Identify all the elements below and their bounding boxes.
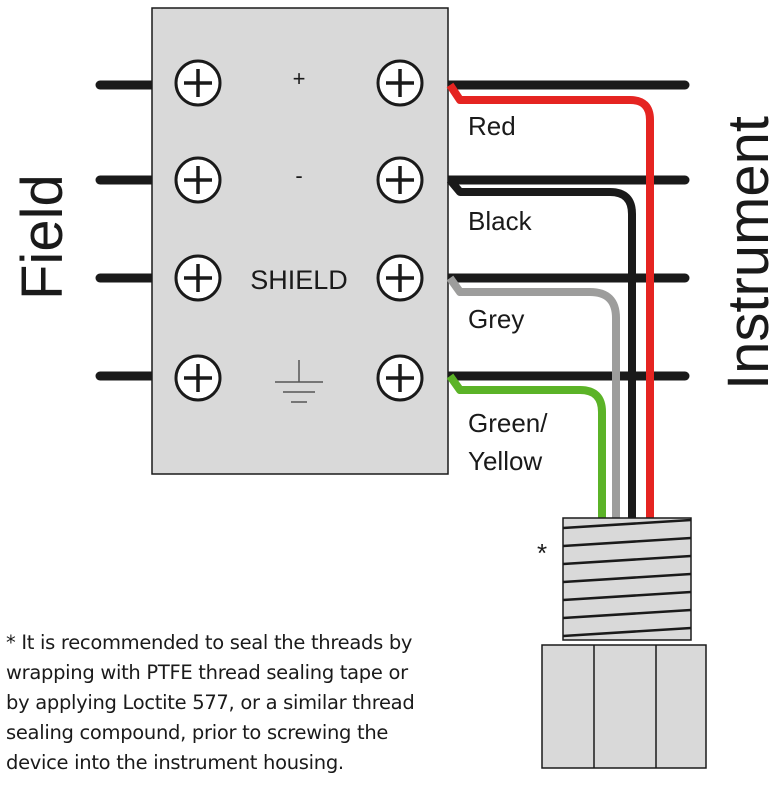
footnote-line: * It is recommended to seal the threads … [6, 631, 413, 654]
footnote-line: sealing compound, prior to screwing the [6, 721, 389, 744]
terminal-label-minus: - [295, 163, 302, 188]
footnote-line: by applying Loctite 577, or a similar th… [6, 691, 415, 714]
field-label: Field [10, 174, 75, 300]
wire-grey [446, 275, 620, 525]
instrument-wires [446, 82, 654, 525]
wire-green-yellow [446, 373, 606, 525]
field-wires [95, 80, 157, 381]
screw-terminal-left-ground [174, 354, 222, 402]
wire-label-grey: Grey [468, 304, 524, 334]
screw-terminals [174, 59, 424, 402]
thread-lines [562, 518, 692, 638]
screw-terminal-right-ground [376, 354, 424, 402]
wire-label-black: Black [468, 206, 533, 236]
footnote: * It is recommended to seal the threads … [6, 628, 506, 778]
footnote-line: wrapping with PTFE thread sealing tape o… [6, 661, 408, 684]
gland-asterisk: * [537, 538, 547, 568]
wire-label-yellow: Yellow [468, 446, 542, 476]
terminal-label-plus: + [293, 66, 306, 91]
footnote-line: device into the instrument housing. [6, 751, 344, 774]
instrument-label: Instrument [716, 116, 781, 390]
screw-terminal-left-shield [174, 254, 222, 302]
instrument-bus-lines [443, 80, 690, 381]
terminal-label-shield: SHIELD [250, 265, 348, 295]
screw-terminal-right-minus [376, 156, 424, 204]
screw-terminal-left-plus [174, 59, 222, 107]
wire-red [446, 82, 654, 525]
ground-icon [275, 360, 323, 403]
wire-label-red: Red [468, 111, 516, 141]
gland-nut [541, 644, 707, 769]
wire-black [446, 177, 636, 525]
wire-label-green: Green/ [468, 408, 548, 438]
screw-terminal-right-shield [376, 254, 424, 302]
screw-terminal-left-minus [174, 156, 222, 204]
cable-gland [541, 517, 707, 769]
screw-terminal-right-plus [376, 59, 424, 107]
